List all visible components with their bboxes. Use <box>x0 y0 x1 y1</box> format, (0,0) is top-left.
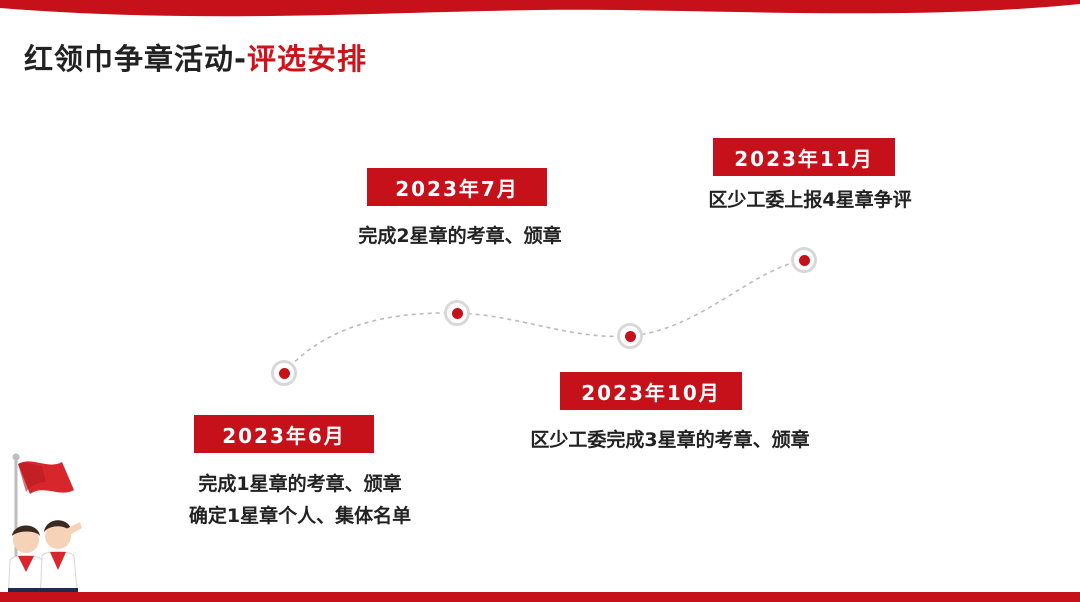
milestone-date-2: 2023年7月 <box>367 168 547 206</box>
timeline-marker-2 <box>444 300 470 326</box>
milestone-desc-1-line-1: 完成1星章的考章、颁章 <box>198 473 402 495</box>
milestone-desc-2: 完成2星章的考章、颁章 <box>310 220 610 252</box>
young-pioneers-illustration-icon <box>7 453 82 602</box>
top-wave-decoration <box>0 0 1080 17</box>
milestone-desc-1-line-2: 确定1星章个人、集体名单 <box>188 505 412 527</box>
timeline-marker-4 <box>791 247 817 273</box>
title-main: 红领巾争章活动- <box>24 42 248 76</box>
milestone-desc-3: 区少工委完成3星章的考章、颁章 <box>480 424 860 456</box>
page-title: 红领巾争章活动-评选安排 <box>24 36 367 78</box>
milestone-desc-4-line-1: 区少工委上报4星章争评 <box>708 189 912 211</box>
timeline-marker-3 <box>617 323 643 349</box>
bottom-bar-decoration <box>0 592 1080 602</box>
milestone-desc-4: 区少工委上报4星章争评 <box>660 184 960 216</box>
milestone-date-1: 2023年6月 <box>194 415 374 453</box>
milestone-desc-2-line-1: 完成2星章的考章、颁章 <box>358 225 562 247</box>
milestone-desc-3-line-1: 区少工委完成3星章的考章、颁章 <box>530 429 810 451</box>
milestone-desc-1: 完成1星章的考章、颁章 确定1星章个人、集体名单 <box>150 468 450 532</box>
milestone-date-3: 2023年10月 <box>560 372 742 410</box>
title-accent: 评选安排 <box>247 42 368 76</box>
milestone-date-4: 2023年11月 <box>713 138 895 176</box>
timeline-marker-1 <box>271 360 297 386</box>
